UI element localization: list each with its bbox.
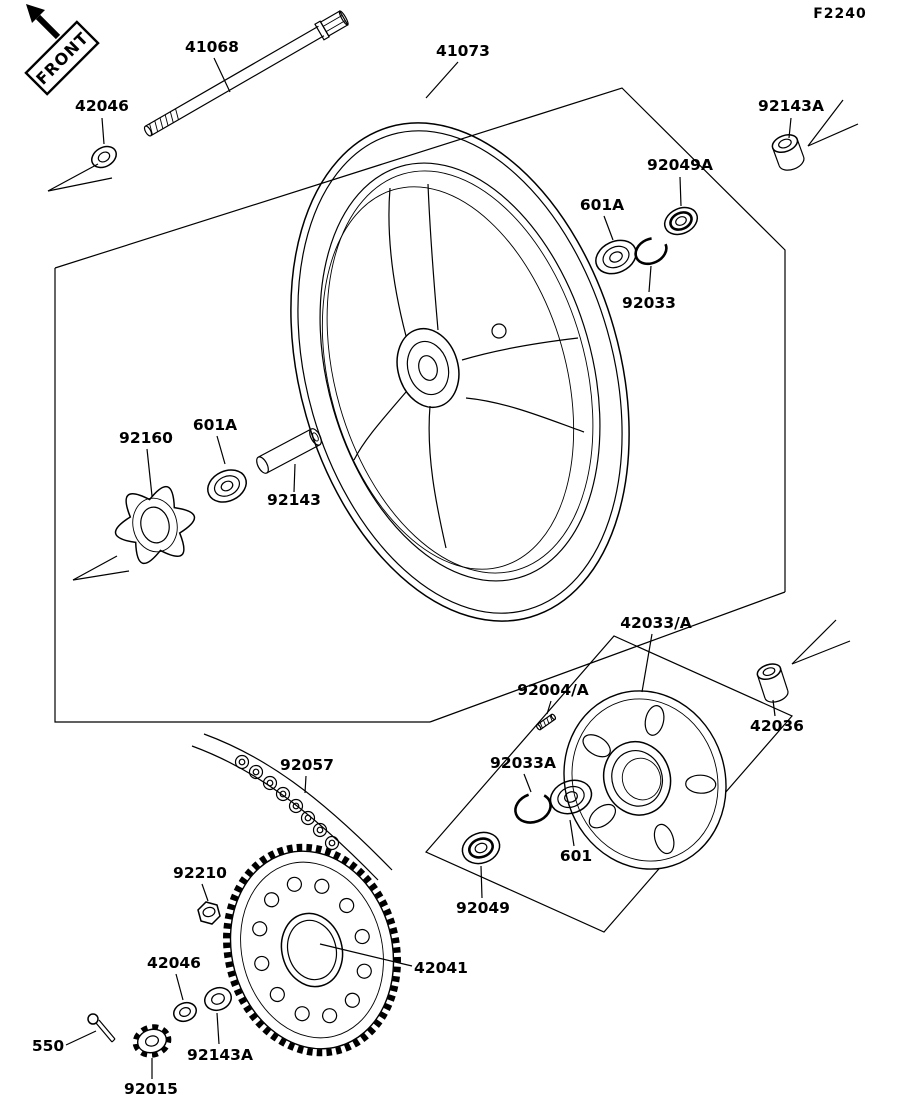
label-601a-left: 601A (193, 416, 237, 434)
circlip-92033a (514, 792, 552, 824)
label-42046-bottom: 42046 (147, 954, 201, 972)
grease-seal-92049 (461, 831, 501, 865)
label-92049a: 92049A (647, 156, 713, 174)
stud-92004a (535, 713, 557, 731)
label-92057: 92057 (280, 756, 334, 774)
nut-92210 (197, 901, 221, 925)
label-92004a: 92004/A (517, 681, 589, 699)
pointer-lines (47, 99, 859, 665)
washer-42046-bottom (173, 1001, 197, 1023)
label-42041: 42041 (414, 959, 468, 977)
drive-chain (191, 733, 393, 881)
label-92033a: 92033A (490, 754, 556, 772)
label-42033a: 42033/A (620, 614, 692, 632)
front-arrow-icon (26, 4, 45, 23)
bearing-601 (549, 779, 593, 815)
label-41073: 41073 (436, 42, 490, 60)
assembly-box-large (54, 87, 786, 723)
label-92033: 92033 (622, 294, 676, 312)
label-92160: 92160 (119, 429, 173, 447)
cotter-pin-550 (87, 1013, 116, 1043)
washer-42046-top (91, 145, 117, 169)
leader-lines (65, 57, 792, 1079)
collar-42036 (756, 663, 789, 703)
assembly-box-small (425, 635, 793, 933)
label-92210: 92210 (173, 864, 227, 882)
front-marker: FRONT (24, 4, 100, 96)
figure-code: F2240 (813, 6, 867, 22)
label-92049: 92049 (456, 899, 510, 917)
label-92143a-top: 92143A (758, 97, 824, 115)
label-42036: 42036 (750, 717, 804, 735)
label-550: 550 (32, 1037, 65, 1055)
axle-bolt (143, 10, 349, 137)
grease-seal-92049a (663, 206, 699, 236)
rear-wheel (290, 122, 630, 622)
label-601a-right: 601A (580, 196, 624, 214)
part-labels: 41068 42046 41073 92143A 92049A 601A 920… (32, 38, 824, 1098)
circlip-92033 (634, 236, 668, 266)
castle-nut-92015 (132, 1024, 172, 1058)
wheel-coupling-42033a (563, 690, 727, 870)
label-41068: 41068 (185, 38, 239, 56)
bearing-601a-right (595, 239, 637, 275)
collar-92143a-bottom (204, 986, 232, 1012)
label-42046-top: 42046 (75, 97, 129, 115)
label-601: 601 (560, 847, 592, 865)
collar-92143a-top (771, 134, 805, 171)
label-92143: 92143 (267, 491, 321, 509)
label-92143a-bottom: 92143A (187, 1046, 253, 1064)
collar-92143 (256, 428, 322, 474)
bearing-601a-left (207, 469, 247, 503)
coupling-damper-92160 (114, 486, 196, 564)
rear-sprocket (223, 843, 401, 1057)
label-92015: 92015 (124, 1080, 178, 1098)
